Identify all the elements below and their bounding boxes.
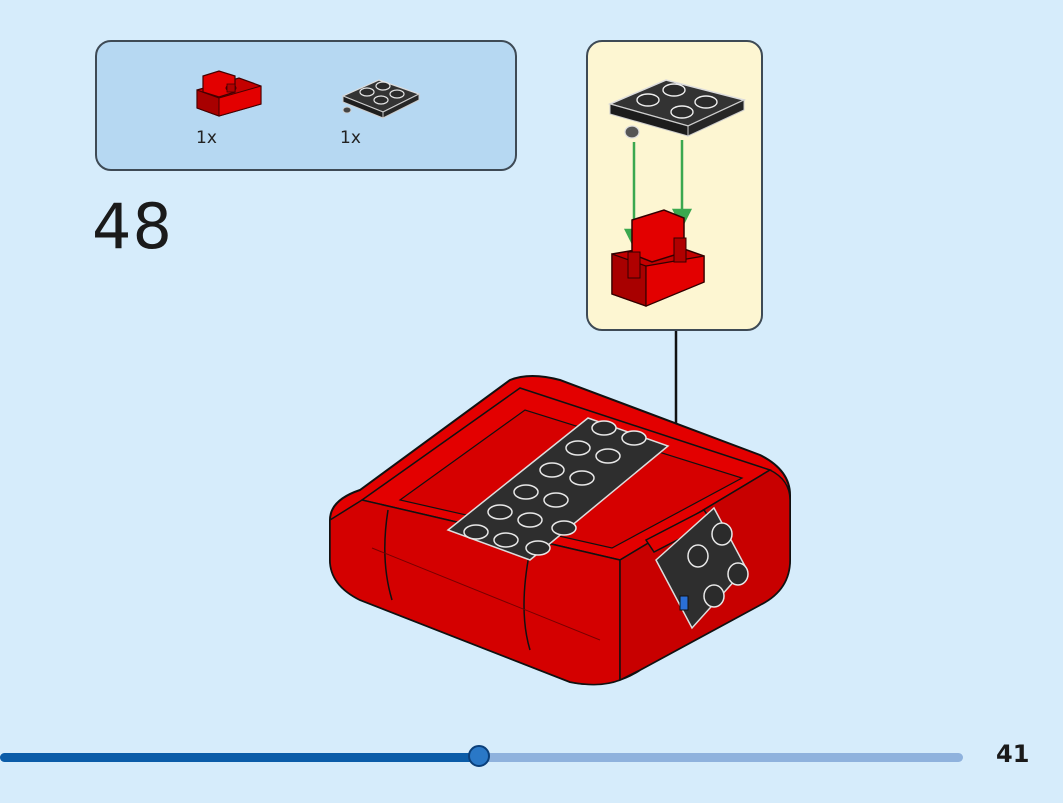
black-plate-part-icon xyxy=(341,79,421,119)
sub-assembly-illustration xyxy=(607,79,747,307)
attached-bracket-and-plate xyxy=(644,506,749,630)
step-number: 48 xyxy=(92,190,173,263)
progress-knob xyxy=(468,745,490,767)
sub-assembly-box xyxy=(586,40,763,331)
black-stud-plate xyxy=(446,417,670,561)
black-plate-quantity: 1x xyxy=(340,128,361,148)
page-number: 41 xyxy=(996,740,1030,768)
progress-fill xyxy=(0,753,479,762)
red-bracket-quantity: 1x xyxy=(196,128,217,148)
red-bracket-part-icon xyxy=(196,70,262,117)
parts-list-box: 1x 1x xyxy=(95,40,517,171)
